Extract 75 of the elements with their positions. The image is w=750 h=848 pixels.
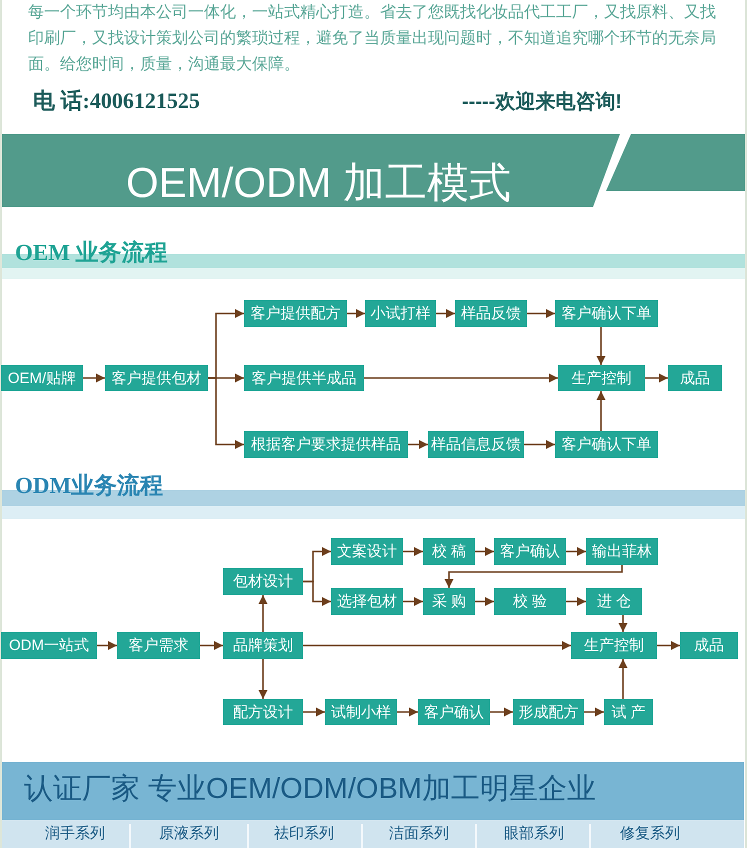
section-heading: ODM业务流程: [15, 472, 164, 500]
process-step: ODM一站式: [1, 632, 97, 659]
flow-arrow: [566, 597, 586, 606]
process-step: 试制小样: [325, 699, 397, 725]
hotline-slogan: -----欢迎来电咨询!: [462, 90, 622, 114]
flow-arrow: [208, 377, 244, 449]
flow-arrow: [408, 440, 428, 449]
process-step: 样品信息反馈: [428, 431, 524, 458]
flow-arrow: [403, 597, 423, 606]
flow-arrow: [618, 659, 628, 699]
section-heading: OEM 业务流程: [15, 239, 168, 267]
process-step: 试 产: [604, 699, 653, 725]
category-label: 洁面系列: [388, 825, 450, 843]
category-label: 眼部系列: [503, 825, 565, 843]
process-step: 采 购: [423, 588, 475, 615]
flow-arrow: [347, 309, 365, 318]
process-step: 生产控制: [571, 632, 657, 659]
process-step: 客户确认下单: [555, 431, 658, 458]
flow-arrow: [397, 708, 418, 716]
process-step: 客户需求: [117, 632, 200, 659]
process-step: 输出菲林: [586, 538, 658, 565]
flow-arrow: [403, 547, 423, 556]
intro-paragraph: 每一个环节均由本公司一体化，一站式精心打造。省去了您既找化妆品代工工厂，又找原料、又找印刷厂，又找设计策划公司的繁琐过程，避免了当质量出现问题时，不知道追究哪个环节的无奈局面。给您时间，质量，沟通最大保障。: [28, 2, 717, 75]
process-step: 进 仓: [586, 588, 642, 615]
process-step: 成品: [680, 632, 738, 659]
flow-arrow: [475, 597, 494, 606]
category-label: 润手系列: [44, 825, 106, 843]
phone-number: 电 话:4006121525: [33, 88, 200, 114]
flow-arrow: [258, 659, 268, 699]
process-step: 选择包材: [331, 588, 403, 615]
flow-arrow: [200, 641, 223, 650]
flow-arrow: [596, 327, 606, 365]
process-step: 客户提供包材: [105, 365, 208, 391]
flow-arrow: [97, 641, 117, 650]
process-step: 客户提供配方: [244, 300, 347, 327]
flow-arrow: [490, 708, 513, 716]
flow-arrow: [527, 309, 555, 318]
flow-arrow: [303, 641, 571, 650]
process-step: 品牌策划: [223, 632, 303, 659]
process-step: 客户确认下单: [555, 300, 658, 327]
category-label: 修复系列: [619, 825, 681, 843]
flow-arrow: [303, 708, 325, 716]
slogan-text: 认证厂家 专业OEM/ODM/OBM加工明星企业: [24, 772, 596, 807]
flow-arrow: [475, 547, 494, 556]
process-step: OEM/贴牌: [1, 365, 83, 391]
process-step: 客户确认: [418, 699, 490, 725]
process-step: 小试打样: [365, 300, 436, 327]
process-step: 客户确认: [494, 538, 566, 565]
process-step: 配方设计: [223, 699, 303, 725]
process-step: 成品: [668, 365, 722, 391]
process-step: 生产控制: [558, 365, 645, 391]
process-step: 根据客户要求提供样品: [244, 431, 408, 458]
process-step: 文案设计: [331, 538, 403, 565]
process-step: 样品反馈: [455, 300, 527, 327]
flow-arrow: [584, 708, 604, 716]
flow-arrow: [83, 374, 105, 382]
flow-arrow: [303, 580, 331, 606]
flow-arrow: [618, 615, 628, 632]
category-label: 原液系列: [158, 825, 220, 843]
flow-arrow: [596, 391, 606, 431]
flow-arrow: [364, 374, 558, 382]
flow-arrow: [444, 565, 623, 588]
category-label: 祛印系列: [273, 825, 335, 843]
process-step: 形成配方: [513, 699, 584, 725]
flow-arrow: [436, 309, 455, 318]
flow-arrow: [645, 374, 668, 382]
flow-arrow: [258, 595, 268, 632]
process-step: 客户提供半成品: [244, 365, 364, 391]
process-step: 包材设计: [223, 568, 303, 595]
banner-title: OEM/ODM 加工模式: [126, 160, 511, 206]
process-step: 校 稿: [423, 538, 475, 565]
flow-arrow: [566, 547, 586, 556]
flow-arrow: [657, 641, 680, 650]
process-step: 校 验: [494, 588, 566, 615]
flow-arrow: [524, 440, 555, 449]
